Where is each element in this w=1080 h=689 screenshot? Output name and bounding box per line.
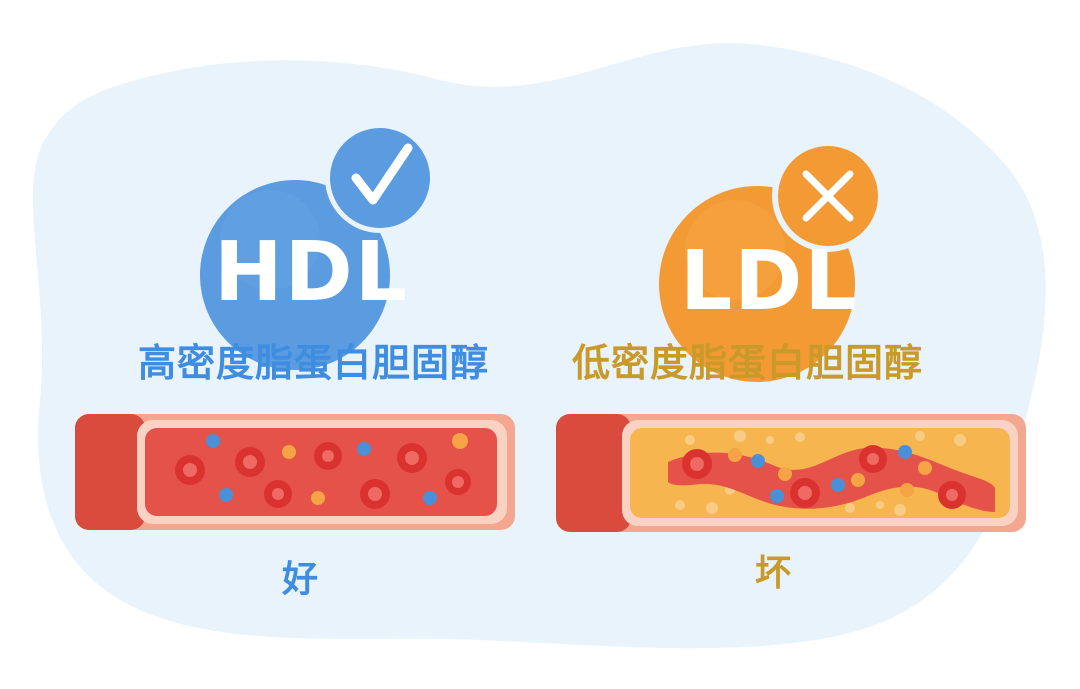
clogged-vessel [556,414,1026,532]
ldl-full-name: 低密度脂蛋白胆固醇 [572,341,924,385]
blue-particle [357,442,371,456]
blue-particle [831,478,845,492]
healthy-vessel [75,414,515,530]
vessel-cut-end [75,414,145,530]
hdl-badge-label: HDL [214,225,409,320]
orange-particle [452,433,468,449]
vessel-cut-end [556,414,631,532]
hdl-full-name: 高密度脂蛋白胆固醇 [138,341,490,385]
cross-icon [772,140,884,252]
orange-particle [851,473,865,487]
narrowed-lumen [668,447,995,512]
hdl-circle-highlight [220,190,320,290]
red-blood-cell [790,478,820,508]
blue-particle [206,434,220,448]
orange-particle [282,445,296,459]
orange-particle [918,461,932,475]
ldl-verdict: 坏 [755,553,792,594]
orange-particle [728,448,742,462]
red-blood-cell [264,480,292,508]
red-blood-cell [314,442,342,470]
blue-particle [423,491,437,505]
red-blood-cell [682,449,712,479]
hdl-verdict: 好 [282,559,319,600]
blue-particle [770,489,784,503]
orange-particle [900,483,914,497]
red-blood-cell [445,469,471,495]
red-blood-cell [859,445,887,473]
orange-particle [778,467,792,481]
red-blood-cell [360,479,390,509]
blue-particle [219,488,233,502]
hdl-circle [200,180,390,370]
ldl-circle-highlight [685,200,785,300]
red-blood-cell [175,455,205,485]
ldl-badge [659,140,884,382]
blue-particle [898,445,912,459]
orange-particle [311,491,325,505]
ldl-badge-label: LDL [680,234,859,329]
hdl-badge [200,123,435,370]
red-blood-cell [938,481,966,509]
red-blood-cell [235,447,265,477]
blue-particle [751,454,765,468]
checkmark-icon [325,123,435,233]
red-blood-cell [397,443,427,473]
